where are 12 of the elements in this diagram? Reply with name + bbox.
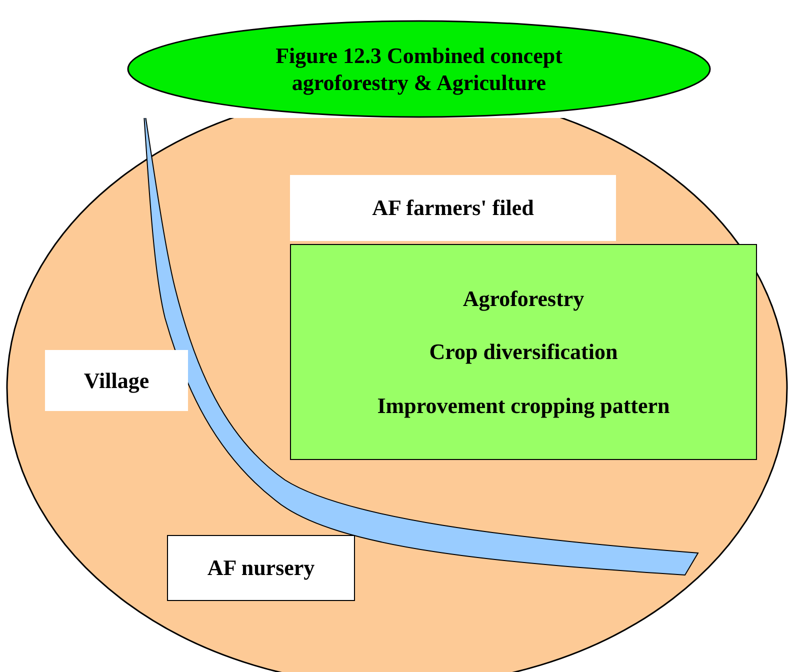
title-text: Figure 12.3 Combined concept agroforestry & Agriculture [274,42,564,96]
field-box [290,244,757,460]
label-text: Agroforestry [462,284,584,312]
label-text: Crop diversification [429,338,618,366]
label-box [167,535,355,601]
title-ellipse [127,20,711,118]
label-text: AF farmers' filed [372,194,534,222]
label-text: Village [84,366,150,394]
label-box [45,350,188,411]
label-box [290,175,616,241]
label-text: AF nursery [207,554,315,582]
label-text: Improvement cropping pattern [377,392,670,420]
